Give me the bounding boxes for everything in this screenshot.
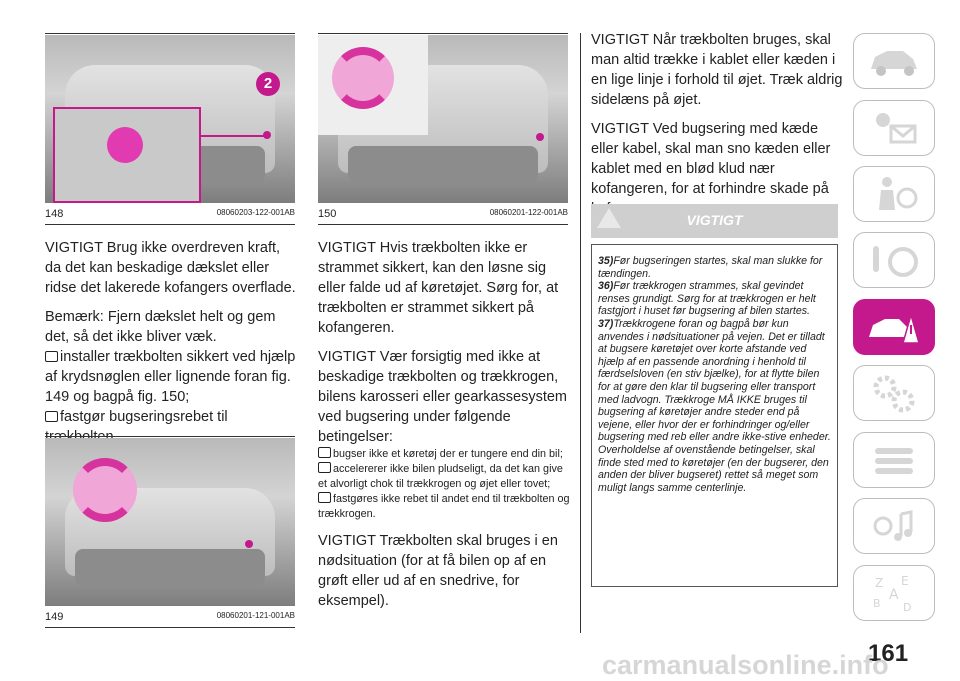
tow-point-dot	[536, 133, 544, 141]
svg-text:D: D	[903, 601, 911, 614]
sidebar-tab-emergency[interactable]	[853, 299, 935, 355]
warning-lights-icon	[876, 113, 917, 144]
bullet-icon	[318, 462, 331, 473]
list-item: accelererer ikke bilen pludseligt, da de…	[318, 462, 563, 490]
sidebar-tab-car-overview[interactable]	[853, 33, 935, 89]
paragraph: VIGTIGT Hvis trækbolten ikke er strammet…	[318, 240, 559, 336]
warning-item: 35)Før bugseringen startes, skal man slu…	[598, 255, 823, 280]
paragraph: VIGTIGT Trækbolten skal bruges i en nøds…	[318, 533, 558, 609]
sidebar-tab-technical-data[interactable]	[853, 432, 935, 488]
technical-data-icon	[875, 448, 913, 474]
page-number: 161	[868, 640, 909, 667]
emergency-icon	[869, 312, 920, 344]
svg-text:B: B	[873, 597, 881, 610]
warning-box: 35)Før bugseringen startes, skal man slu…	[591, 244, 838, 587]
figure-code: 08060201-122-001AB	[489, 208, 568, 217]
bullet-icon	[318, 492, 331, 503]
figure-code: 08060203-122-001AB	[216, 208, 295, 217]
list-item: bugser ikke et køretøj der er tungere en…	[318, 447, 573, 462]
caption-rule	[45, 627, 295, 628]
tow-point-dot	[263, 131, 271, 139]
warning-item: 36)Før trækkrogen strammes, skal gevinde…	[598, 280, 816, 318]
figure-150-image	[318, 35, 568, 203]
list-item: fastgøres ikke rebet til andet end til t…	[318, 492, 570, 520]
figure-149-caption: 149 08060201-121-001AB	[45, 611, 295, 623]
figure-149-image	[45, 438, 295, 606]
top-rule	[45, 436, 295, 437]
paragraph: VIGTIGT Vær forsigtig med ikke at beskad…	[318, 349, 568, 445]
paragraph: VIGTIGT Når trækbolten bruges, skal man …	[591, 32, 843, 108]
figure-148-caption: 148 08060203-122-001AB	[45, 208, 295, 220]
tow-point-dot	[245, 540, 253, 548]
warning-triangle-icon	[597, 208, 621, 228]
multimedia-icon	[873, 510, 913, 541]
paragraph: VIGTIGT Brug ikke overdreven kraft, da d…	[45, 240, 296, 296]
sidebar-tab-starting-driving[interactable]	[853, 232, 935, 288]
warning-title: VIGTIGT	[686, 212, 743, 228]
figure-148-image: 2	[45, 35, 295, 203]
top-rule	[318, 33, 568, 34]
watermark: carmanualsonline.info	[602, 650, 889, 680]
callout-line	[201, 135, 267, 137]
safety-airbag-icon	[879, 177, 918, 210]
warning-item: 37)Trækkrogene foran og bagpå bør kun an…	[598, 317, 831, 494]
rotate-arrows-icon	[73, 458, 137, 522]
starting-driving-icon	[873, 246, 918, 277]
detail-inset	[53, 107, 201, 203]
figure-150-caption: 150 08060201-122-001AB	[318, 208, 568, 220]
figure-number: 148	[45, 208, 64, 220]
bullet-icon	[45, 351, 58, 362]
index-icon: Z EAB D	[873, 574, 911, 614]
caption-rule	[318, 224, 568, 225]
callout-badge: 2	[256, 72, 280, 96]
sidebar-tab-multimedia[interactable]	[853, 498, 935, 554]
figure-code: 08060201-121-001AB	[216, 611, 295, 620]
car-overview-icon	[871, 51, 917, 76]
col1-text: VIGTIGT Brug ikke overdreven kraft, da d…	[45, 238, 300, 447]
top-rule	[45, 33, 295, 34]
svg-text:Z: Z	[875, 576, 883, 590]
cover-highlight	[107, 127, 143, 163]
sidebar-tab-safety[interactable]	[853, 166, 935, 222]
warning-header: VIGTIGT	[591, 204, 838, 238]
col2-text: VIGTIGT Hvis trækbolten ikke er strammet…	[318, 238, 573, 620]
list-item: installer trækbolten sikkert ved hjælp a…	[45, 349, 296, 405]
sidebar-tab-maintenance[interactable]	[853, 365, 935, 421]
caption-rule	[45, 224, 295, 225]
svg-text:A: A	[889, 587, 899, 603]
hand-inset	[318, 35, 428, 135]
col3-text: VIGTIGT Når trækbolten bruges, skal man …	[591, 30, 843, 228]
svg-text:E: E	[901, 574, 909, 588]
bullet-icon	[45, 411, 58, 422]
rotate-arrows-icon	[332, 47, 394, 109]
figure-number: 149	[45, 611, 64, 623]
figure-number: 150	[318, 208, 337, 220]
maintenance-icon	[873, 375, 915, 413]
paragraph: Bemærk: Fjern dækslet helt og gem det, s…	[45, 309, 276, 345]
bullet-icon	[318, 447, 331, 458]
sidebar-tab-warning-lights[interactable]	[853, 100, 935, 156]
column-divider	[580, 33, 581, 633]
